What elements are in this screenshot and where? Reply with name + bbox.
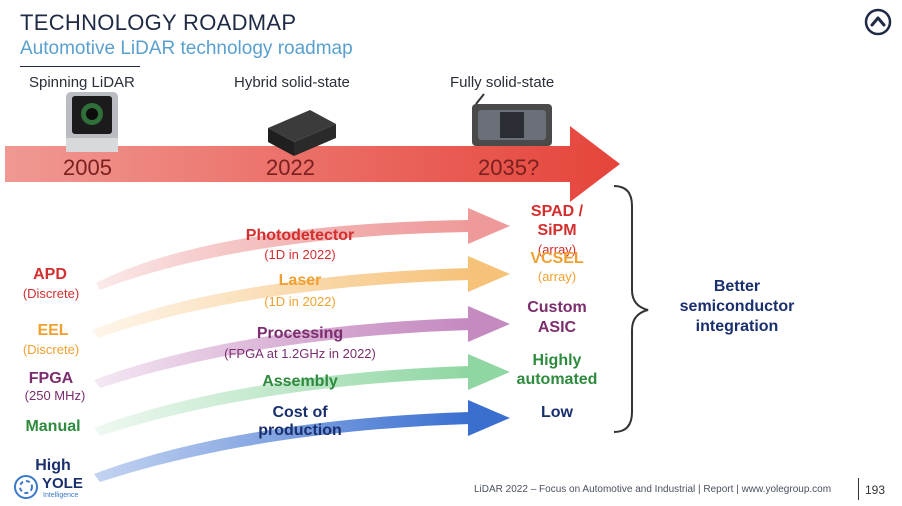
to-spad-sipm: SPAD / SiPM (530, 203, 584, 239)
year-2035: 2035? (478, 155, 540, 180)
to-vcsel: VCSEL (530, 250, 584, 267)
from-high: High (35, 457, 71, 474)
footer-text: LiDAR 2022 – Focus on Automotive and Ind… (474, 484, 832, 495)
via-laser: Laser (278, 272, 322, 289)
via-photodetector-sub: (1D in 2022) (264, 247, 336, 262)
arrow-assembly (94, 366, 470, 436)
to-vcsel-sub: (array) (537, 269, 577, 284)
from-eel: EEL (37, 322, 69, 339)
page-title: TECHNOLOGY ROADMAP (20, 10, 297, 35)
era-label-solid: Fully solid-state (450, 74, 555, 91)
page-subtitle: Automotive LiDAR technology roadmap (20, 38, 353, 59)
via-photodetector: Photodetector (245, 227, 355, 244)
arrow-processing (94, 318, 470, 388)
home-chevron-up-icon[interactable] (864, 8, 892, 36)
via-assembly: Assembly (262, 373, 338, 390)
arrow-photodetector (96, 220, 470, 290)
via-cost: Cost of production (258, 404, 342, 439)
logo-name: YOLE (42, 475, 83, 492)
solid-state-lidar-image (472, 93, 552, 146)
from-fpga-sub: (250 MHz) (24, 388, 86, 403)
via-processing-sub: (FPGA at 1.2GHz in 2022) (224, 346, 376, 361)
via-processing: Processing (256, 325, 344, 342)
spinning-lidar-image (66, 92, 118, 152)
from-apd: APD (33, 266, 67, 283)
logo-tagline: Intelligence (43, 492, 79, 499)
via-laser-sub: (1D in 2022) (264, 294, 336, 309)
footer-divider (858, 478, 859, 500)
timeline-arrow (5, 126, 620, 202)
from-fpga: FPGA (28, 370, 74, 387)
page-number: 193 (865, 483, 886, 497)
title-underline (20, 66, 140, 67)
to-spad-sipm-sub: (array) (537, 242, 577, 257)
arrow-laser (92, 268, 470, 338)
to-low: Low (541, 404, 573, 421)
era-label-spinning: Spinning LiDAR (29, 74, 135, 91)
year-2022: 2022 (266, 155, 315, 180)
right-brace (613, 185, 649, 433)
conclusion-text: Better semiconductor integration (679, 278, 795, 335)
yole-logo-icon (12, 473, 40, 501)
from-manual: Manual (25, 418, 81, 435)
from-apd-sub: (Discrete) (22, 286, 80, 301)
hybrid-lidar-image (268, 110, 336, 156)
arrow-cost (94, 412, 470, 482)
to-custom-asic: Custom ASIC (527, 299, 587, 336)
from-eel-sub: (Discrete) (22, 342, 80, 357)
era-label-hybrid: Hybrid solid-state (234, 74, 350, 91)
year-2005: 2005 (63, 155, 112, 180)
to-highly-automated: Highly automated (516, 352, 598, 388)
